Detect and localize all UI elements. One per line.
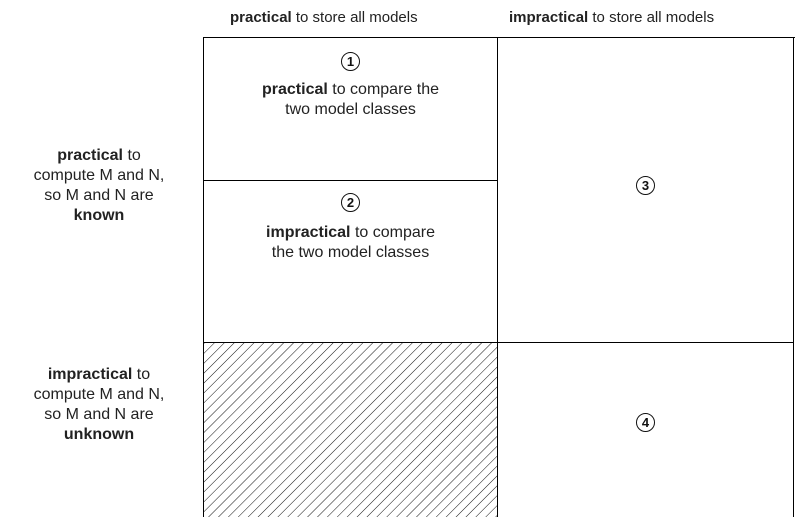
row-label-practical-line2: compute M and N, <box>33 167 165 184</box>
column-header-practical-text: to store all models <box>291 9 418 26</box>
cell-2: 2 impractical to compare the two model c… <box>204 193 497 263</box>
row-label-practical-known: known <box>73 207 125 224</box>
column-header-practical-bold: practical <box>230 9 292 26</box>
row-label-impractical-line3: so M and N are <box>44 406 154 423</box>
column-header-practical: practical to store all models <box>230 9 418 27</box>
cell-1-text2: two model classes <box>285 101 416 118</box>
cell-3: 3 <box>498 176 793 196</box>
cell-2-bold: impractical <box>266 224 351 241</box>
row-label-impractical-to: to <box>132 366 151 383</box>
circled-number-3: 3 <box>636 176 655 195</box>
circled-number-1: 1 <box>341 52 360 71</box>
grid-cell1-cell2-divider <box>203 180 498 181</box>
row-label-practical-bold: practical <box>57 147 123 164</box>
cell-4: 4 <box>498 413 793 433</box>
grid-row-divider <box>203 342 794 343</box>
grid-left-border <box>203 37 204 517</box>
circled-number-4: 4 <box>636 413 655 432</box>
row-label-practical: practical to compute M and N, so M and N… <box>4 146 194 226</box>
column-header-impractical: impractical to store all models <box>509 9 714 27</box>
row-label-impractical-unknown: unknown <box>63 426 135 443</box>
grid-middle-vertical <box>497 37 498 517</box>
grid-right-border <box>793 37 794 517</box>
row-label-impractical-bold: impractical <box>47 366 133 383</box>
grid-top-border <box>203 37 795 38</box>
hatched-cell <box>204 343 497 517</box>
cell-1-text1: to compare the <box>327 81 439 98</box>
row-label-impractical: impractical to compute M and N, so M and… <box>4 365 194 445</box>
circled-number-2: 2 <box>341 193 360 212</box>
row-label-practical-line3: so M and N are <box>44 187 154 204</box>
cell-2-text1: to compare <box>350 224 435 241</box>
cell-2-text2: the two model classes <box>271 244 430 261</box>
cell-1: 1 practical to compare the two model cla… <box>204 52 497 120</box>
column-header-impractical-bold: impractical <box>509 9 589 26</box>
column-header-impractical-text: to store all models <box>588 9 715 26</box>
cell-1-bold: practical <box>262 81 328 98</box>
row-label-practical-to: to <box>123 147 141 164</box>
row-label-impractical-line2: compute M and N, <box>33 386 165 403</box>
